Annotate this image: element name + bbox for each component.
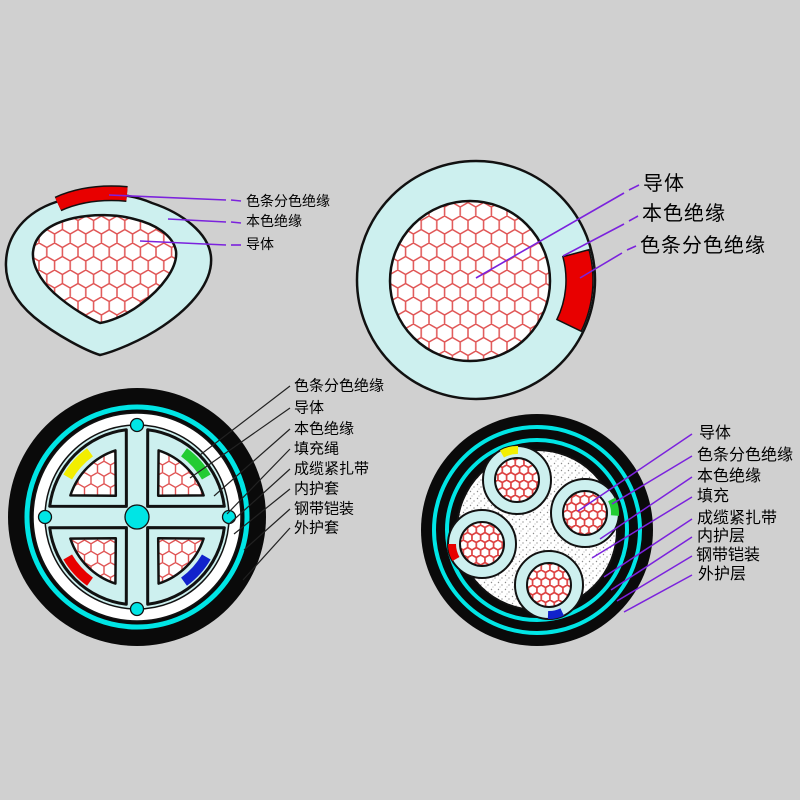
label-sector-natural-insulation: 本色绝缘 <box>294 420 355 438</box>
leader-line <box>628 215 639 222</box>
label-round4-inner-sheath: 内护层 <box>697 528 746 545</box>
core-conductor <box>526 562 572 608</box>
label-round4-outer-sheath: 外护层 <box>698 566 747 583</box>
sector-conductor <box>69 449 118 498</box>
filler-ropes <box>37 417 237 617</box>
filler-rope <box>129 601 145 617</box>
label-round4-natural-insulation: 本色绝缘 <box>697 468 762 485</box>
leader-line <box>579 252 623 279</box>
label-fan-natural-insulation: 本色绝缘 <box>246 213 302 229</box>
core-color-marks <box>447 446 619 619</box>
leader-line <box>230 221 242 224</box>
sector-conductor <box>156 449 205 498</box>
leader-line <box>475 192 625 279</box>
leader-line <box>243 508 291 551</box>
leader-line <box>227 468 291 526</box>
label-fan-conductor: 导体 <box>246 236 274 252</box>
leader-line <box>233 488 291 535</box>
color-mark-red <box>63 554 94 586</box>
sector-conductor <box>69 536 118 585</box>
leader-line <box>611 455 693 505</box>
round-conductor <box>388 199 552 363</box>
label-round-natural-insulation: 本色绝缘 <box>642 203 726 225</box>
core-conductor <box>459 521 505 567</box>
label-round4-filler: 填充 <box>697 488 730 505</box>
round-single-core-diagram <box>355 159 640 401</box>
label-round4-steel-tape-armor: 钢带铠装 <box>696 547 761 564</box>
leader-line <box>610 536 693 591</box>
filler-rope <box>129 417 145 433</box>
label-sector-binding-tape: 成缆紧扎带 <box>294 460 370 478</box>
leader-line <box>242 527 291 581</box>
leader-line <box>628 184 640 191</box>
leader-line <box>213 428 291 497</box>
leader-line <box>226 448 291 515</box>
leader-line <box>108 194 227 201</box>
color-mark-green <box>180 448 211 480</box>
sector-leader-lines <box>189 385 291 581</box>
leader-line <box>623 574 693 613</box>
label-round4-color-stripe-insulation: 色条分色绝缘 <box>697 447 794 464</box>
leader-line <box>577 433 693 512</box>
leader-line <box>199 385 291 456</box>
label-fan-color-stripe-insulation: 色条分色绝缘 <box>246 193 330 209</box>
leader-line <box>599 476 693 540</box>
core-conductor <box>562 490 608 536</box>
label-sector-inner-sheath: 内护套 <box>294 480 340 498</box>
leader-line <box>591 496 693 559</box>
leader-line <box>230 199 242 202</box>
leader-line <box>616 555 693 602</box>
sector-conductor <box>156 536 205 585</box>
round-color-stripe-red <box>555 248 594 333</box>
core-conductor <box>494 457 540 503</box>
steel-tape-armor-ring <box>432 425 642 635</box>
leader-line <box>139 240 227 246</box>
label-sector-filler-rope: 填充绳 <box>294 440 340 458</box>
binding-tape-ring <box>445 438 629 622</box>
steel-tape-armor-ring <box>24 404 250 630</box>
leader-line <box>603 518 693 578</box>
label-sector-outer-sheath: 外护套 <box>294 519 340 537</box>
fan-leader-lines <box>108 194 242 246</box>
color-mark-green <box>608 497 619 516</box>
filler-rope <box>37 509 53 525</box>
label-round4-binding-tape: 成缆紧扎带 <box>697 510 778 527</box>
label-round4-conductor: 导体 <box>699 425 732 442</box>
label-sector-color-stripe-insulation: 色条分色绝缘 <box>294 377 385 395</box>
four-core-sector-diagram <box>8 385 291 646</box>
four-core-round-diagram <box>421 414 693 646</box>
round-core-leader-lines <box>577 433 693 613</box>
label-sector-conductor: 导体 <box>294 399 325 417</box>
color-mark-yellow <box>500 446 519 458</box>
sector-cores <box>48 428 226 606</box>
label-round-conductor: 导体 <box>643 173 685 195</box>
label-sector-steel-tape-armor: 钢带铠装 <box>294 500 355 518</box>
leader-line <box>189 407 291 479</box>
round-cores <box>447 445 620 620</box>
filler-rope-center <box>124 504 150 530</box>
color-mark-blue <box>180 554 211 586</box>
sector-color-marks <box>63 448 211 586</box>
leader-line <box>626 245 637 251</box>
fan-single-core-diagram <box>4 185 242 357</box>
fan-color-stripe-red <box>55 186 128 210</box>
leader-line <box>167 218 227 223</box>
round-leader-lines <box>475 184 640 279</box>
color-mark-yellow <box>63 448 94 480</box>
color-mark-red <box>447 543 460 561</box>
color-mark-blue <box>547 608 564 619</box>
label-round-color-stripe-insulation: 色条分色绝缘 <box>640 235 766 257</box>
leader-line <box>562 223 625 257</box>
fan-conductor <box>31 213 178 325</box>
